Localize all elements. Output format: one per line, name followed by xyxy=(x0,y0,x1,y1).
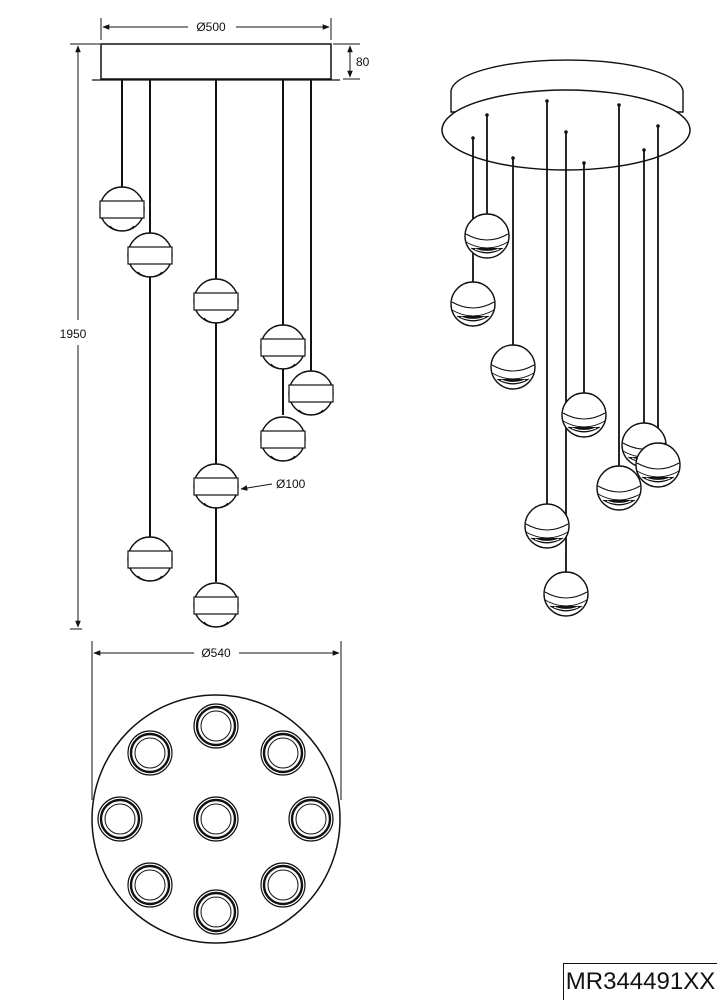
perspective-cords xyxy=(472,101,659,573)
model-number-box: MR344491XX xyxy=(563,963,717,1000)
canopy xyxy=(100,43,332,80)
bottom-diameter-dimension: Ø540 xyxy=(91,641,342,800)
bottom-view: Ø540 xyxy=(91,641,342,944)
overall-height-dimension: 1950 xyxy=(60,43,100,630)
canopy-height-dimension: 80 xyxy=(333,43,370,80)
bottom-diameter-label: Ø540 xyxy=(201,646,231,660)
canopy-diameter-dimension: Ø500 xyxy=(100,18,332,40)
overall-height-label: 1950 xyxy=(60,327,87,341)
perspective-view xyxy=(441,59,691,617)
globe-diameter-label: Ø100 xyxy=(276,477,306,491)
front-view: Ø500 80 1950 xyxy=(60,18,370,630)
globe-diameter-callout: Ø100 xyxy=(240,477,306,491)
canopy-height-label: 80 xyxy=(356,55,370,69)
model-number: MR344491XX xyxy=(565,968,716,995)
canopy-diameter-label: Ø500 xyxy=(196,20,226,34)
canopy-bottom-outline xyxy=(91,694,341,944)
